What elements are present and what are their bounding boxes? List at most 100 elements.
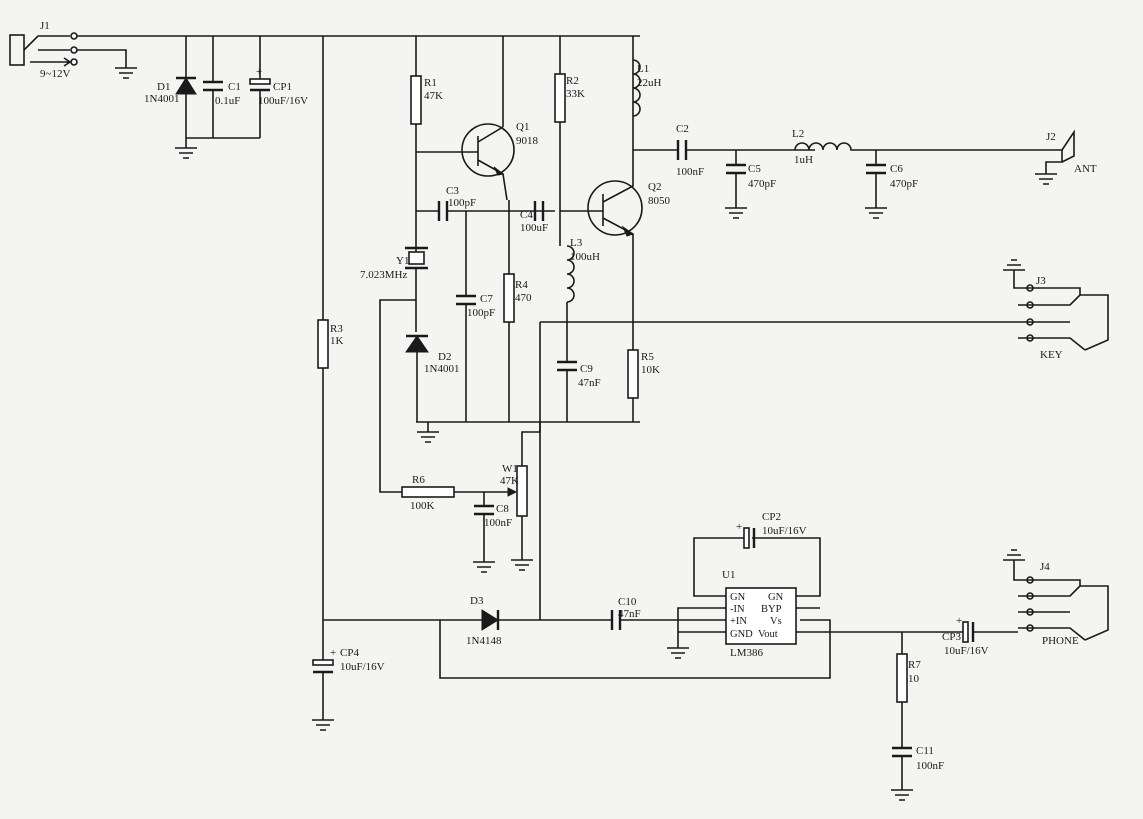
c10-ref: C10 (618, 596, 637, 608)
c6-value: 470pF (890, 178, 918, 190)
r1-resistor: R1 47K (410, 36, 443, 258)
r3-ref: R3 (330, 323, 343, 335)
l3-ref: L3 (570, 237, 583, 249)
r4-resistor: R4 470 (503, 200, 532, 422)
j3-ref: J3 (1036, 275, 1046, 287)
r6-resistor: R6 100K (401, 474, 510, 512)
c3-capacitor: C3 100pF (416, 185, 555, 221)
ground-symbol (511, 559, 533, 571)
l3-value: 100uH (570, 251, 600, 263)
y1-ref: Y1 (396, 255, 409, 267)
j4-ref: J4 (1040, 561, 1050, 573)
cp1-plus: + (256, 66, 262, 78)
c1-capacitor: C1 0.1uF (203, 36, 241, 138)
u1-pin-vout: Vout (758, 629, 778, 640)
d1-value: 1N4001 (144, 93, 179, 105)
l1-inductor: L1 22uH (632, 59, 662, 117)
r2-value: 33K (566, 88, 585, 100)
c4-value: 100uF (520, 222, 548, 234)
c1-ref: C1 (228, 81, 241, 93)
r1-ref: R1 (424, 77, 437, 89)
ground-symbol (667, 647, 689, 659)
u1-pin-vs: Vs (770, 616, 782, 627)
j2-ref: J2 (1046, 131, 1056, 143)
c3-value: 100pF (448, 197, 476, 209)
cp4-ref: CP4 (340, 647, 359, 659)
w1-value: 47K (500, 475, 519, 487)
ground-symbol (473, 561, 495, 573)
r3-value: 1K (330, 335, 344, 347)
ground-symbol (312, 719, 334, 731)
l2-inductor: L2 1uH (792, 128, 1040, 166)
cp3-capacitor: + CP3 10uF/16V (942, 615, 1018, 657)
w1-potentiometer: W1 47K (500, 422, 541, 560)
ground-symbol (865, 207, 887, 219)
d2-value: 1N4001 (424, 363, 459, 375)
u1-pin-noninv: +IN (730, 616, 747, 627)
c7-capacitor: C7 100pF (456, 211, 495, 422)
c4-capacitor: C4 100uF (520, 201, 548, 234)
c1-value: 0.1uF (215, 95, 240, 107)
q2-transistor: Q2 8050 (560, 36, 671, 350)
r4-value: 470 (515, 292, 532, 304)
cp2-ref: CP2 (762, 511, 781, 523)
c8-ref: C8 (496, 503, 509, 515)
l3-inductor: L3 100uH (566, 237, 600, 422)
c3-ref: C3 (446, 185, 459, 197)
j3-key-jack: J3 KEY (1003, 259, 1109, 361)
r6-ref: R6 (412, 474, 425, 486)
j3-value: KEY (1040, 349, 1063, 361)
l2-ref: L2 (792, 128, 804, 140)
r7-value: 10 (908, 673, 920, 685)
r3-resistor: R3 1K (317, 36, 344, 660)
d3-diode: D3 1N4148 (466, 595, 612, 647)
d3-value: 1N4148 (466, 635, 502, 647)
cp1-value: 100uF/16V (258, 95, 308, 107)
u1-pin-byp: BYP (761, 604, 782, 615)
j1-value: 9~12V (40, 68, 70, 80)
j1-power-jack: J1 9~12V (9, 20, 78, 80)
c5-ref: C5 (748, 163, 761, 175)
w1-ref: W1 (502, 463, 518, 475)
ground-symbol (1003, 259, 1025, 271)
c5-value: 470pF (748, 178, 776, 190)
y1-value: 7.023MHz (360, 269, 407, 281)
c2-value: 100nF (676, 166, 704, 178)
u1-pin-gn8: GN (768, 592, 784, 603)
q2-value: 8050 (648, 195, 671, 207)
c11-value: 100nF (916, 760, 944, 772)
cp3-plus: + (956, 615, 962, 627)
c6-ref: C6 (890, 163, 903, 175)
d2-diode: D2 1N4001 (405, 334, 459, 422)
c10-capacitor: C10 47nF (610, 596, 726, 630)
r2-resistor: R2 33K (554, 36, 585, 246)
j4-phone-jack: J4 PHONE (1003, 549, 1109, 647)
q1-ref: Q1 (516, 121, 529, 133)
q1-value: 9018 (516, 135, 539, 147)
r6-value: 100K (410, 500, 435, 512)
j1-ref: J1 (40, 20, 50, 32)
c4-ref: C4 (520, 209, 533, 221)
cp3-value: 10uF/16V (944, 645, 989, 657)
cp4-plus: + (330, 647, 336, 659)
j2-value: ANT (1074, 163, 1097, 175)
cp2-value: 10uF/16V (762, 525, 807, 537)
d1-ref: D1 (157, 81, 170, 93)
c7-ref: C7 (480, 293, 493, 305)
c11-capacitor: C11 100nF (892, 745, 944, 772)
r4-ref: R4 (515, 279, 528, 291)
c8-capacitor: C8 100nF (474, 492, 512, 562)
l1-ref: L1 (637, 63, 649, 75)
j2-antenna-jack: J2 ANT (1040, 129, 1097, 175)
c9-capacitor: C9 47nF (557, 360, 601, 389)
d2-ref: D2 (438, 351, 451, 363)
c9-value: 47nF (578, 377, 601, 389)
u1-pin-gn1: GN (730, 592, 746, 603)
d1-diode: D1 1N4001 (144, 36, 197, 148)
cp4-capacitor: + CP4 10uF/16V (312, 647, 385, 720)
cp2-capacitor: + CP2 10uF/16V (736, 511, 807, 549)
c6-capacitor: C6 470pF (866, 150, 918, 208)
ground-symbol (115, 67, 137, 79)
ground-symbol (1003, 549, 1025, 561)
